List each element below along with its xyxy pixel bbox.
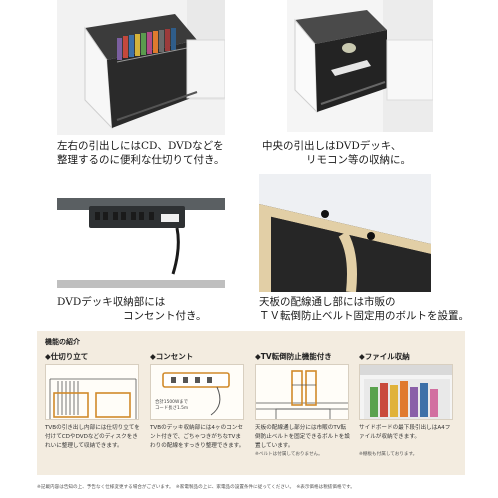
photo-center-drawer-remote — [287, 0, 433, 132]
caption-outlet-line1: DVDデッキ収納部には — [57, 296, 166, 308]
feature-file-storage: ◆ファイル収納 サイドボードの最下段引出しはA4ファイルが収納できます。 ※棚板… — [359, 351, 455, 471]
feature-outlet-heading: ◆コンセント — [150, 352, 194, 361]
file-storage-drawing — [360, 365, 452, 419]
wiring-hole-illustration — [259, 174, 431, 292]
outlet-strip-illustration — [57, 188, 225, 288]
feature-anti-tip-text: 天板の配線通し部分には市販のTV転倒防止ベルトを固定できるボルトを設置しています… — [255, 425, 350, 449]
photo-wiring-hole-bolt — [259, 174, 431, 292]
feature-dividers: ◆仕切り立て TVBの引き出し内部には仕切り立てを付けてCDやDVDなどのディス… — [45, 351, 141, 471]
caption-outlet-line2: コンセント付き。 — [123, 310, 207, 322]
caption-center-drawer-line2: リモコン等の収納に。 — [306, 154, 411, 166]
feature-anti-tip-image — [255, 364, 349, 420]
caption-bolt-line1: 天板の配線通し部には市販の — [259, 296, 396, 308]
feature-file-storage-note: ※棚板も付属しております。 — [359, 452, 418, 457]
outlet-spec-label-2: コード長さ1.5m — [155, 406, 189, 411]
photo-outlet-strip — [57, 188, 225, 288]
divider-drawing — [46, 365, 138, 419]
photo-side-drawer-cd-dvd — [57, 0, 225, 135]
feature-anti-tip-note: ※ベルトは付属しておりません。 — [255, 452, 323, 457]
feature-panel: 機能の紹介 ◆仕切り立て TVBの引き出し内部には仕切り立てを付けてCDやDVD… — [37, 331, 465, 475]
side-drawer-illustration — [57, 0, 225, 135]
feature-anti-tip-heading: ◆TV転倒防止機能付き — [255, 352, 332, 361]
feature-file-storage-image — [359, 364, 453, 420]
outlet-spec-label-1: 合計1500Wまで — [155, 400, 189, 405]
feature-file-storage-heading: ◆ファイル収納 — [359, 352, 410, 361]
feature-file-storage-text: サイドボードの最下段引出しはA4ファイルが収納できます。 — [359, 425, 451, 440]
center-drawer-illustration — [287, 0, 433, 132]
feature-outlet-image: 合計1500Wまで コード長さ1.5m — [150, 364, 244, 420]
caption-center-drawer-line1: 中央の引出しはDVDデッキ、 — [262, 140, 402, 152]
caption-side-drawer-line2: 整理するのに便利な仕切りて付き。 — [57, 154, 225, 166]
anti-tip-drawing — [256, 365, 348, 419]
footer-disclaimer: ※記載内容は告知の上、予告なく仕様変更する場合がございます。 ※家電製品の上に、… — [37, 485, 355, 490]
outlet-drawing — [151, 365, 243, 419]
feature-dividers-image — [45, 364, 139, 420]
caption-side-drawer-line1: 左右の引出しにはCD、DVDなどを — [57, 140, 224, 152]
feature-panel-title: 機能の紹介 — [45, 338, 80, 346]
feature-dividers-text: TVBの引き出し内部には仕切り立てを付けてCDやDVDなどのディスクをきれいに整… — [45, 425, 140, 449]
feature-dividers-heading: ◆仕切り立て — [45, 352, 89, 361]
feature-outlet: ◆コンセント 合計1500Wまで コード長さ1.5m TVBのデッキ収納部には4… — [150, 351, 246, 471]
caption-bolt-line2: ＴＶ転倒防止ベルト固定用のボルトを設置。 — [259, 310, 469, 322]
feature-anti-tip: ◆TV転倒防止機能付き 天板の配線通し部分には市販のTV転倒防止ベルトを固定でき… — [255, 351, 351, 471]
feature-outlet-text: TVBのデッキ収納部には4ヶのコンセント付きで、ごちゃつきがちなTVまわりの配線… — [150, 425, 245, 449]
